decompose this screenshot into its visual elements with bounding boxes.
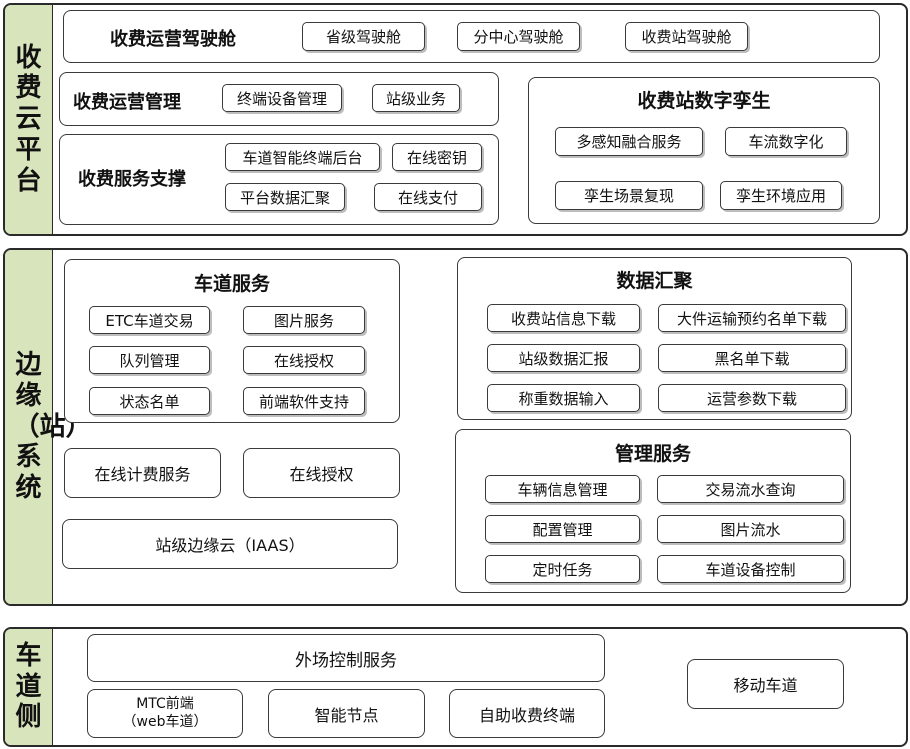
lane-side-label: 车道侧 (15, 640, 42, 733)
mtc-frontend-box: MTC前端 （web车道） (87, 689, 243, 738)
mgmt-service-box: 管理服务 车辆信息管理 交易流水查询 配置管理 图片流水 定时任务 车道设备控制 (455, 429, 851, 593)
cockpit-item-provincial: 省级驾驶舱 (302, 22, 425, 51)
mgmt-item-transaction-query: 交易流水查询 (657, 475, 844, 503)
mgmt-item-vehicle-info: 车辆信息管理 (485, 475, 640, 503)
self-service-terminal-box: 自助收费终端 (449, 689, 605, 738)
mtc-frontend-line1: MTC前端 (136, 696, 194, 712)
edge-system-tab: 边缘（站）系统 (5, 250, 92, 604)
agg-item-blacklist: 黑名单下载 (658, 344, 846, 372)
online-auth-box: 在线授权 (243, 448, 400, 498)
service-support-box: 收费服务支撑 车道智能终端后台 在线密钥 平台数据汇聚 在线支付 (59, 134, 499, 225)
cockpit-item-station: 收费站驾驶舱 (625, 22, 748, 51)
lane-item-etc: ETC车道交易 (89, 306, 210, 334)
online-billing-box: 在线计费服务 (64, 448, 221, 498)
lane-item-picture: 图片服务 (243, 306, 365, 334)
twin-item-env-app: 孪生环境应用 (720, 181, 842, 210)
digital-twin-box: 收费站数字孪生 多感知融合服务 车流数字化 孪生场景复现 孪生环境应用 (528, 77, 880, 224)
agg-item-weighing: 称重数据输入 (487, 384, 640, 412)
cloud-platform-label: 收费云平台 (15, 42, 42, 196)
agg-item-station-report: 站级数据汇报 (487, 344, 640, 372)
data-agg-title: 数据汇聚 (616, 270, 693, 292)
cloud-platform-tab: 收费云平台 (5, 5, 53, 234)
cockpit-item-subcenter: 分中心驾驶舱 (457, 22, 580, 51)
agg-item-station-info: 收费站信息下载 (487, 304, 640, 332)
twin-item-multi-sensor: 多感知融合服务 (555, 127, 703, 156)
lane-item-online-auth: 在线授权 (243, 346, 365, 374)
twin-item-traffic-digital: 车流数字化 (725, 127, 847, 156)
edge-system-label: 边缘（站）系统 (13, 350, 92, 503)
support-item-data-agg: 平台数据汇聚 (225, 183, 345, 211)
mobile-lane-box: 移动车道 (687, 659, 844, 709)
lane-item-status-list: 状态名单 (89, 387, 210, 415)
lane-side-tab: 车道侧 (5, 629, 53, 745)
agg-item-ops-params: 运营参数下载 (658, 384, 846, 412)
agg-item-oversize-list: 大件运输预约名单下载 (658, 304, 846, 332)
ops-mgmt-box: 收费运营管理 终端设备管理 站级业务 (59, 72, 499, 126)
cockpit-title: 收费运营驾驶舱 (110, 29, 236, 50)
mgmt-service-title: 管理服务 (614, 443, 691, 465)
cloud-platform-band: 收费云平台 收费运营驾驶舱 省级驾驶舱 分中心驾驶舱 收费站驾驶舱 收费运营管理… (3, 3, 908, 236)
smart-node-box: 智能节点 (268, 689, 425, 738)
mgmt-item-scheduled: 定时任务 (485, 555, 640, 583)
support-item-lane-terminal: 车道智能终端后台 (225, 143, 380, 171)
cockpit-box: 收费运营驾驶舱 省级驾驶舱 分中心驾驶舱 收费站驾驶舱 (63, 10, 880, 63)
lane-service-box: 车道服务 ETC车道交易 图片服务 队列管理 在线授权 状态名单 前端软件支持 (64, 259, 400, 423)
ops-item-terminal-device: 终端设备管理 (222, 84, 342, 112)
lane-side-band: 车道侧 外场控制服务 MTC前端 （web车道） 智能节点 自助收费终端 移动车… (3, 627, 908, 747)
field-control-box: 外场控制服务 (87, 634, 605, 682)
service-support-title: 收费服务支撑 (78, 169, 186, 190)
support-item-online-key: 在线密钥 (392, 143, 482, 171)
lane-item-queue: 队列管理 (89, 346, 210, 374)
digital-twin-title: 收费站数字孪生 (637, 90, 771, 112)
data-agg-box: 数据汇聚 收费站信息下载 大件运输预约名单下载 站级数据汇报 黑名单下载 称重数… (457, 257, 852, 420)
mgmt-item-device-control: 车道设备控制 (657, 555, 844, 583)
lane-item-frontend-support: 前端软件支持 (243, 387, 365, 415)
mgmt-item-picture-flow: 图片流水 (657, 515, 844, 543)
edge-system-band: 边缘（站）系统 车道服务 ETC车道交易 图片服务 队列管理 在线授权 状态名单… (3, 248, 908, 606)
support-item-online-pay: 在线支付 (374, 183, 482, 211)
mtc-frontend-line2: （web车道） (122, 713, 208, 730)
lane-service-title: 车道服务 (193, 273, 270, 295)
edge-cloud-box: 站级边缘云（IAAS） (62, 519, 398, 569)
mgmt-item-config: 配置管理 (485, 515, 640, 543)
twin-item-scene-replay: 孪生场景复现 (555, 181, 703, 210)
ops-item-station-business: 站级业务 (372, 84, 460, 112)
ops-mgmt-title: 收费运营管理 (73, 92, 181, 113)
